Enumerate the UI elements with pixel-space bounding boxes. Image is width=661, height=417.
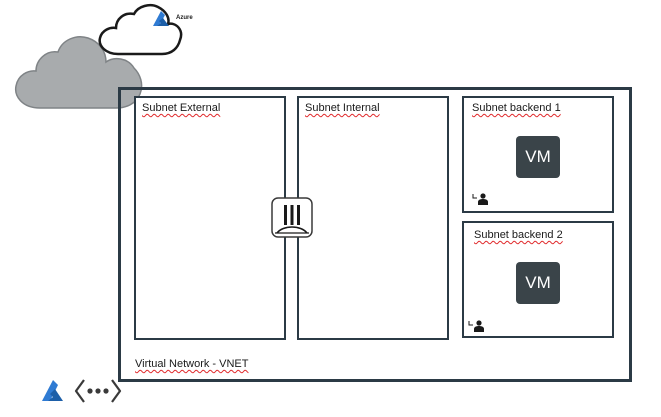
subnet-internal-label: Subnet Internal bbox=[305, 102, 380, 114]
vm-icon: VM bbox=[516, 136, 560, 178]
user-icon bbox=[468, 320, 484, 332]
vnet-peering-icon bbox=[74, 379, 122, 403]
user-icon bbox=[472, 193, 488, 205]
subnet-external: Subnet External bbox=[134, 96, 286, 340]
azure-text: Azure bbox=[176, 15, 193, 21]
subnet-backend-2: Subnet backend 2 VM bbox=[462, 221, 614, 338]
subnet-external-label: Subnet External bbox=[142, 102, 221, 114]
firewall-appliance-icon bbox=[271, 197, 313, 238]
vm-icon: VM bbox=[516, 262, 560, 304]
subnet-backend-2-label: Subnet backend 2 bbox=[474, 229, 563, 241]
azure-logo-icon bbox=[42, 380, 63, 401]
subnet-backend-1: Subnet backend 1 VM bbox=[462, 96, 614, 213]
virtual-network-container bbox=[118, 87, 632, 382]
subnet-internal: Subnet Internal bbox=[297, 96, 449, 340]
subnet-backend-1-label: Subnet backend 1 bbox=[472, 102, 561, 114]
azure-logo-icon bbox=[153, 11, 169, 26]
vnet-label: Virtual Network - VNET bbox=[135, 358, 249, 370]
